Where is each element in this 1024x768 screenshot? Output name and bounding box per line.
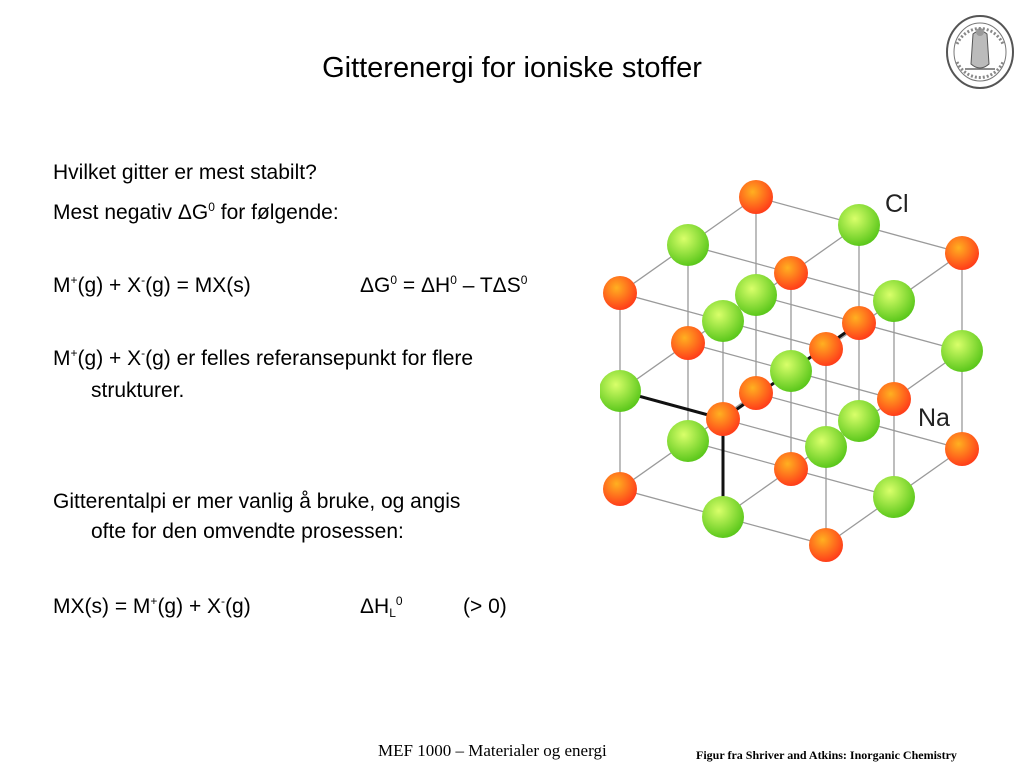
gibbs-relation: ΔG0 = ΔH0 – TΔS0	[360, 273, 527, 299]
positive-note: (> 0)	[463, 595, 507, 618]
university-seal-logo	[946, 15, 1014, 89]
question-line: Hvilket gitter er mest stabilt?	[53, 161, 317, 184]
cl-ion	[838, 204, 880, 246]
cl-ion	[873, 280, 915, 322]
delta-h-lattice: ΔHL0	[360, 594, 403, 620]
delta-g: ΔG	[360, 274, 391, 297]
formation-equation: M+(g) + X-(g) = MX(s)	[53, 273, 251, 299]
delta-h: ΔH	[360, 595, 390, 618]
criterion-text: Mest negativ ΔG	[53, 201, 209, 224]
na-ion	[945, 432, 979, 466]
charge-minus: -	[221, 594, 226, 608]
nacl-lattice-figure: Cl Na	[600, 180, 983, 562]
criterion-line: Mest negativ ΔG0 for følgende:	[53, 200, 339, 226]
na-ion	[774, 452, 808, 486]
lattice-atoms	[600, 180, 983, 562]
eq-part: (g) + X	[77, 274, 142, 297]
superscript: 0	[520, 273, 528, 287]
cl-ion	[735, 274, 777, 316]
lattice-enthalpy-equation: MX(s) = M+(g) + X-(g)	[53, 594, 251, 620]
t-delta-s: – TΔS	[456, 274, 521, 297]
charge-plus: +	[150, 594, 158, 608]
superscript: 0	[450, 273, 457, 287]
superscript: 0	[395, 594, 403, 608]
cl-ion	[805, 426, 847, 468]
eq-part: (g) = MX(s)	[145, 274, 251, 297]
na-ion	[739, 180, 773, 214]
eq-part: MX(s) = M	[53, 595, 151, 618]
cl-ion	[838, 400, 880, 442]
slide-title: Gitterenergi for ioniske stoffer	[322, 52, 702, 84]
reference-line: M+(g) + X-(g) er felles referansepunkt f…	[53, 346, 473, 372]
charge-plus: +	[70, 273, 78, 287]
cl-ion	[702, 496, 744, 538]
criterion-text-end: for følgende:	[214, 201, 339, 224]
eq-metal: M	[53, 274, 71, 297]
ref-metal: M	[53, 347, 71, 370]
na-ion	[706, 402, 740, 436]
superscript: 0	[390, 273, 398, 287]
na-ion	[603, 276, 637, 310]
cl-ion	[770, 350, 812, 392]
na-ion	[809, 528, 843, 562]
eq-part: (g)	[225, 595, 251, 618]
charge-plus: +	[70, 346, 78, 360]
cl-ion	[873, 476, 915, 518]
na-ion	[774, 256, 808, 290]
ref-part: (g) + X	[77, 347, 142, 370]
enthalpy-continuation: ofte for den omvendte prosessen:	[91, 520, 404, 543]
na-ion	[945, 236, 979, 270]
ref-part: (g) er felles referansepunkt for flere	[145, 347, 474, 370]
cl-ion	[667, 224, 709, 266]
cl-ion	[667, 420, 709, 462]
superscript: 0	[208, 200, 215, 214]
cl-ion	[600, 370, 641, 412]
reference-continuation: strukturer.	[91, 379, 185, 402]
na-ion	[809, 332, 843, 366]
na-ion	[603, 472, 637, 506]
cl-ion	[702, 300, 744, 342]
delta-h: = ΔH	[397, 274, 451, 297]
label-na: Na	[918, 404, 950, 432]
enthalpy-line: Gitterentalpi er mer vanlig å bruke, og …	[53, 490, 461, 513]
charge-minus: -	[141, 273, 146, 287]
eq-part: (g) + X	[157, 595, 222, 618]
label-cl: Cl	[885, 190, 909, 218]
cl-ion	[941, 330, 983, 372]
na-ion	[739, 376, 773, 410]
na-ion	[671, 326, 705, 360]
na-ion	[877, 382, 911, 416]
subscript-l: L	[389, 606, 396, 620]
charge-minus: -	[141, 346, 146, 360]
na-ion	[842, 306, 876, 340]
footer-credit: Figur fra Shriver and Atkins: Inorganic …	[696, 748, 957, 762]
footer-course: MEF 1000 – Materialer og energi	[378, 741, 607, 760]
